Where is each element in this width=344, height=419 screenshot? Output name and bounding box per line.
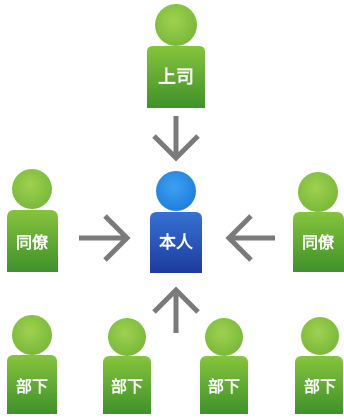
subordinate-3-head [205, 318, 243, 356]
subordinate-4-label: 部下 [304, 377, 336, 396]
arrow-down-from-boss [152, 116, 200, 162]
arrow-right-from-peer [79, 214, 131, 262]
subordinate-1-label: 部下 [16, 377, 48, 396]
subordinate-1-body [7, 355, 57, 414]
arrow-up-from-subordinates [152, 286, 200, 333]
peer-right-label: 同僚 [302, 233, 335, 252]
subordinate-2-label: 部下 [111, 377, 143, 396]
boss-label: 上司 [158, 67, 194, 88]
subordinate-4-head [301, 317, 339, 355]
subordinate-2-head [108, 318, 146, 356]
person-boss: 上司 [147, 4, 205, 108]
person-subordinate-4: 部下 [295, 317, 343, 414]
person-self: 本人 [150, 171, 202, 273]
peer-right-body [293, 212, 344, 272]
arrow-left-from-peer [225, 214, 275, 262]
subordinate-4-body [295, 356, 343, 414]
person-subordinate-1: 部下 [7, 315, 57, 414]
boss-body [147, 46, 205, 108]
person-peer-right: 同僚 [293, 172, 344, 272]
peer-right-head [298, 172, 338, 212]
peer-left-label: 同僚 [16, 233, 49, 252]
peer-left-head [12, 169, 52, 209]
subordinate-3-label: 部下 [208, 377, 240, 396]
subordinate-3-body [200, 356, 248, 414]
person-subordinate-2: 部下 [103, 318, 151, 414]
boss-head [155, 4, 197, 46]
self-body [150, 212, 202, 273]
subordinate-2-body [103, 356, 151, 414]
subordinate-1-head [12, 315, 52, 355]
person-subordinate-3: 部下 [200, 318, 248, 414]
peer-left-body [7, 210, 58, 272]
person-peer-left: 同僚 [7, 169, 58, 272]
self-head [156, 171, 196, 211]
self-label: 本人 [159, 232, 194, 253]
